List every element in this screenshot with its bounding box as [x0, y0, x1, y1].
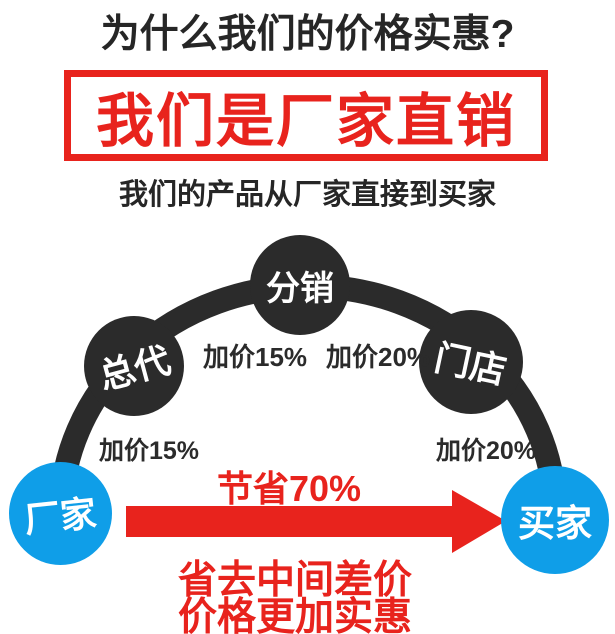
banner-box: 我们是厂家直销 [64, 70, 548, 161]
markup-store-to-buyer: 加价20% [436, 437, 537, 465]
markup-agent-to-distributor: 加价15% [203, 342, 308, 372]
node-general-agent: 总代 [84, 316, 184, 416]
savings-arrow-icon [126, 490, 506, 553]
markup-factory-to-agent: 加价15% [99, 437, 200, 465]
node-buyer: 买家 [501, 466, 609, 574]
node-factory-label: 厂家 [22, 491, 99, 541]
subtitle: 我们的产品从厂家直接到买家 [118, 179, 496, 211]
footer-line-2: 价格更加实惠 [177, 596, 412, 634]
node-general-agent-label: 总代 [94, 339, 175, 398]
node-factory: 厂家 [9, 462, 112, 565]
node-store: 门店 [419, 310, 523, 414]
markup-distributor-to-store: 加价20% [326, 342, 431, 372]
node-distributor-label: 分销 [266, 269, 334, 308]
footer-line-1: 省去中间差价 [177, 559, 412, 602]
node-buyer-label: 买家 [518, 503, 592, 544]
savings-arrow-label: 节省70% [216, 468, 362, 509]
page-title: 为什么我们的价格实惠? [100, 13, 515, 56]
banner-text: 我们是厂家直销 [95, 88, 516, 154]
node-distributor: 分销 [250, 235, 350, 335]
node-store-label: 门店 [430, 336, 510, 392]
